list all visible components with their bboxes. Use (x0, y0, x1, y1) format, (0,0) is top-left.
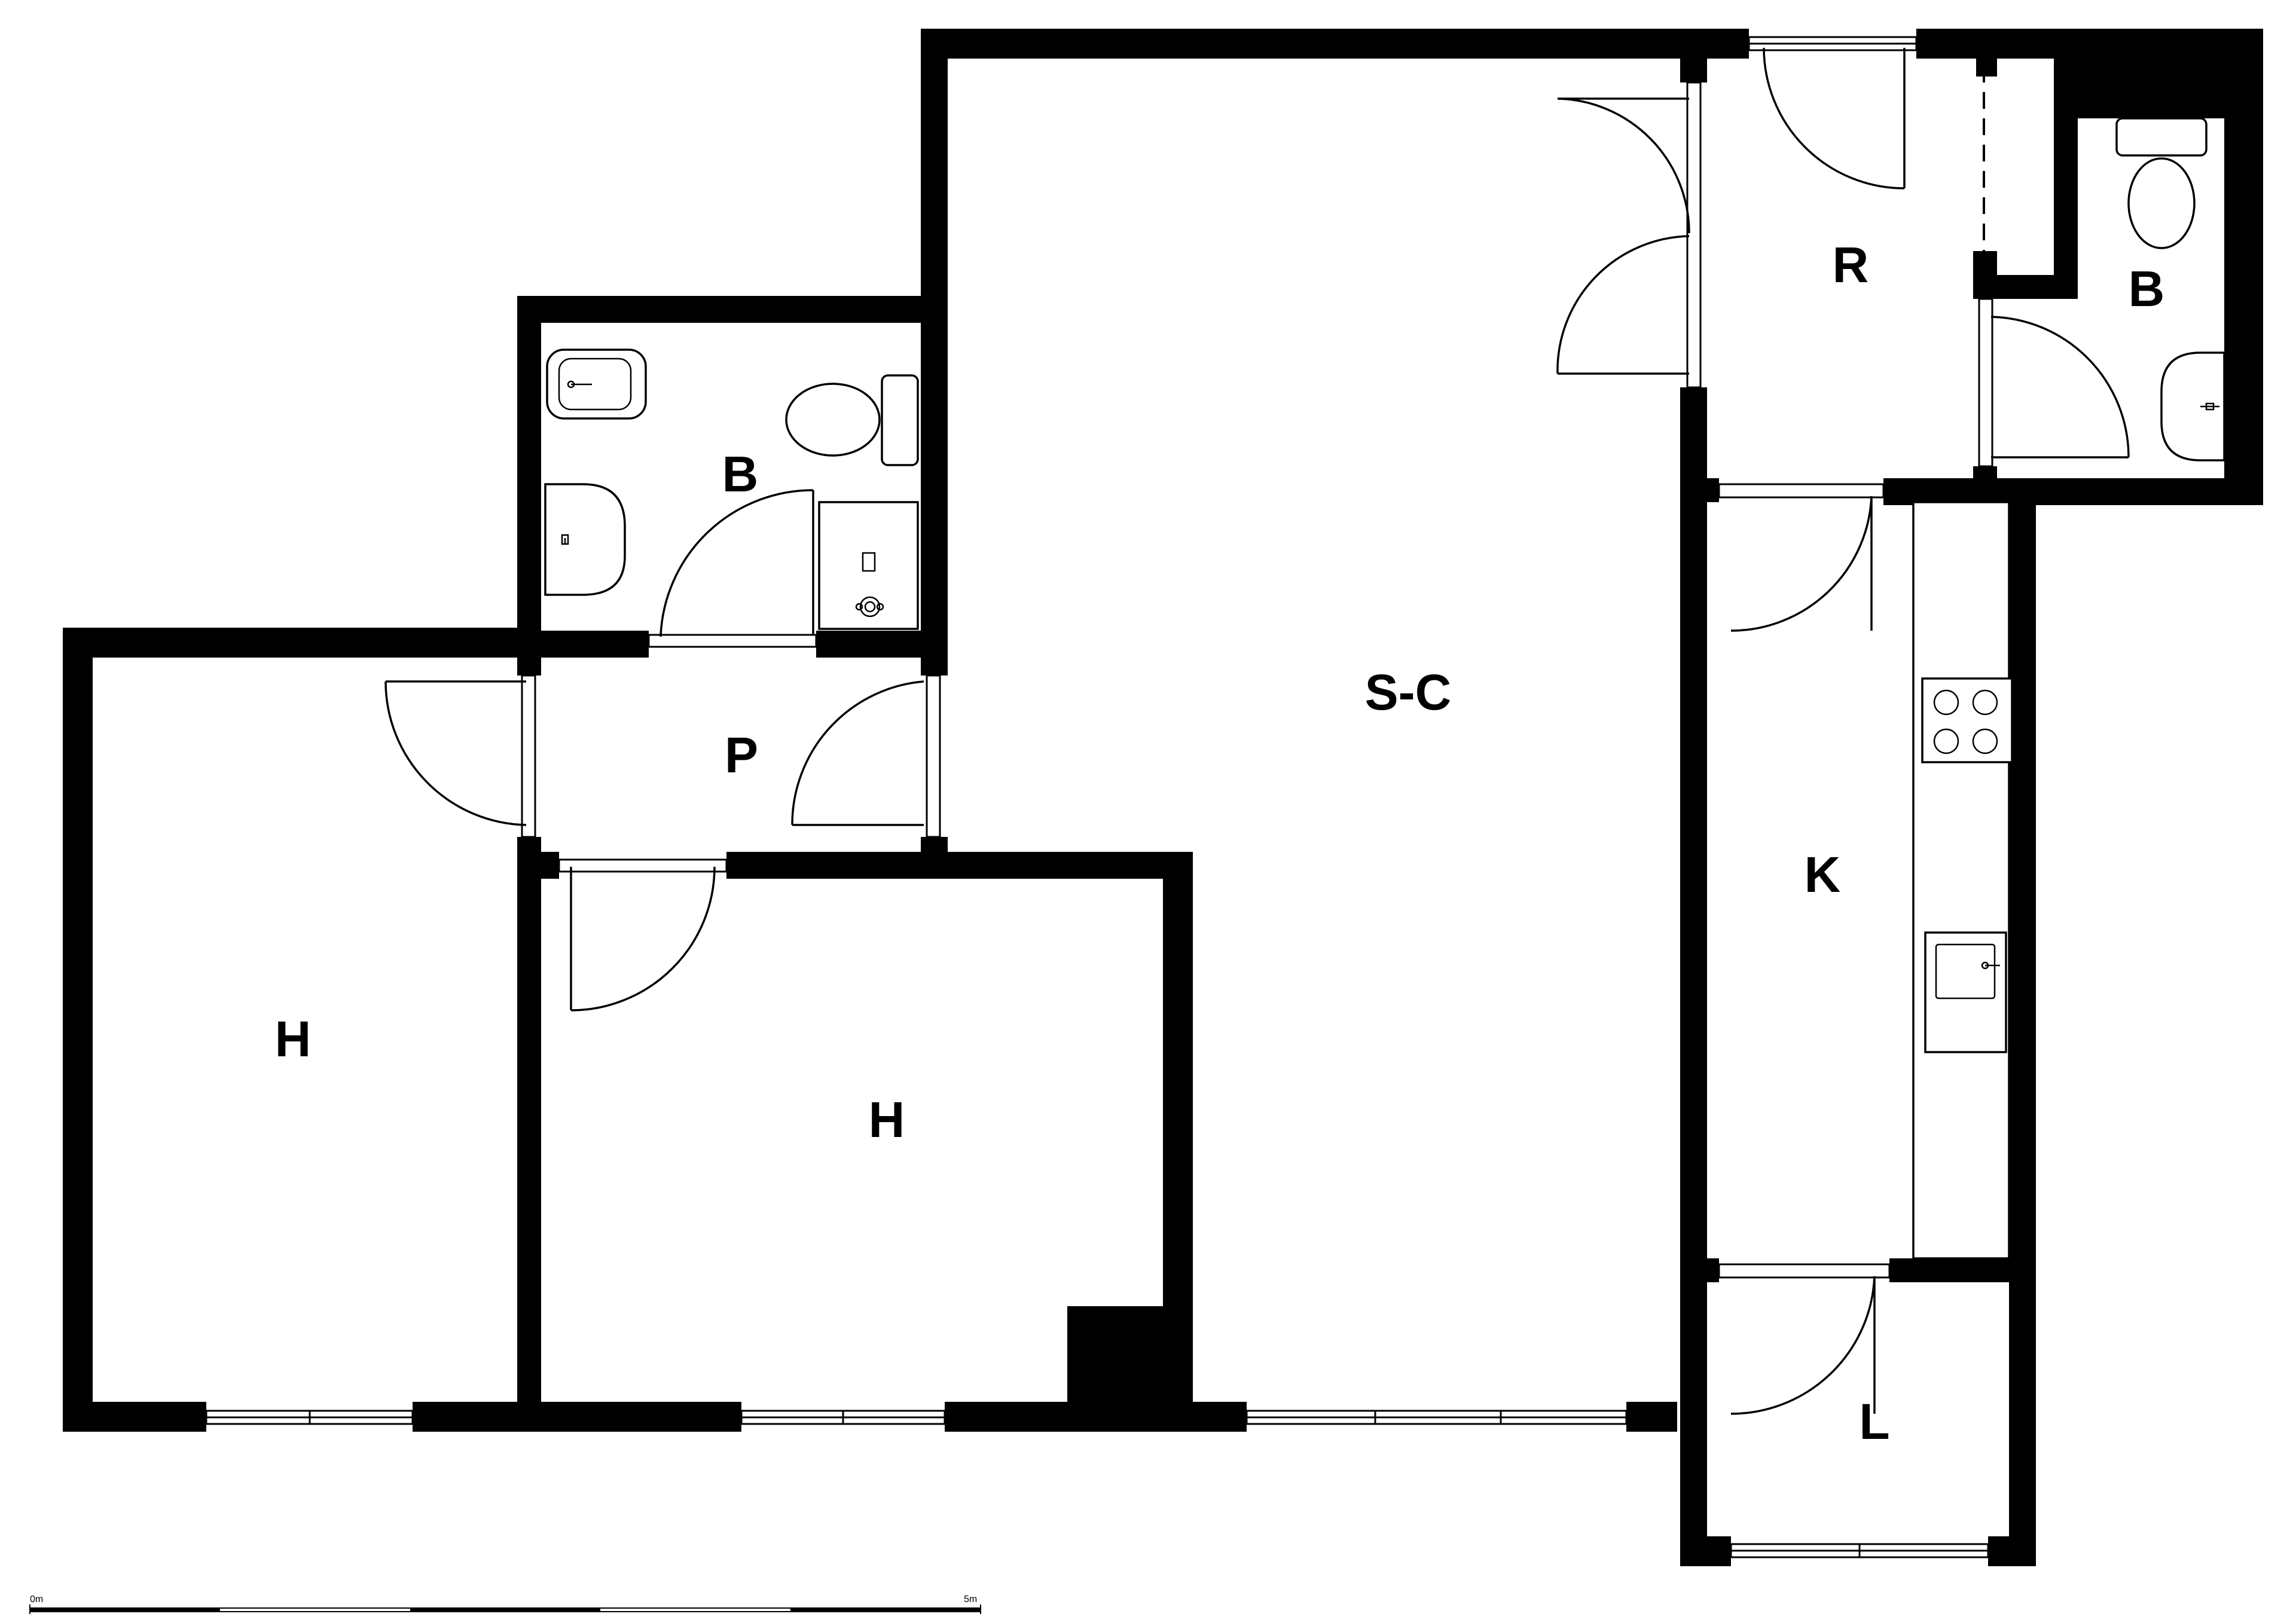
door-bath-right (1978, 298, 2130, 467)
windows (205, 36, 1989, 1558)
room-label-bath-left: B (722, 446, 759, 502)
window-laundry (1730, 1543, 1989, 1558)
walls (63, 29, 2263, 1566)
door-bedroom-mid (558, 858, 728, 1011)
window-utility (1748, 36, 1918, 51)
room-label-living: S-C (1365, 664, 1452, 720)
kitchen-sink-icon (1924, 931, 2007, 1053)
cooktop-icon (1921, 677, 2013, 763)
door-kitchen (1718, 483, 1885, 632)
door-hall-living (791, 674, 941, 838)
scale-end-label: 5m (964, 1594, 977, 1604)
door-laundry (1718, 1263, 1891, 1415)
room-label-bedroom-mid: H (869, 1092, 905, 1148)
kitchen-counter (1912, 501, 2010, 1260)
room-label-laundry: L (1859, 1393, 1889, 1450)
fixtures (544, 66, 2225, 1260)
door-bath-left (648, 489, 817, 648)
room-label-utility: R (1833, 237, 1869, 293)
window-bedroom-mid (740, 1410, 946, 1425)
shower-icon (818, 501, 919, 630)
room-label-bedroom-left: H (275, 1011, 312, 1067)
doors (384, 47, 2130, 1415)
scale-start-label: 0m (30, 1594, 43, 1604)
room-label-bath-right: B (2129, 261, 2165, 317)
door-utility-top (1763, 47, 1906, 189)
room-labels: B P H H S-C R B K L (275, 237, 2165, 1450)
sink-icon (544, 483, 626, 596)
window-living (1245, 1410, 1628, 1425)
sink-icon (2160, 352, 2225, 461)
window-bedroom-left (205, 1410, 414, 1425)
toilet-icon (2115, 117, 2208, 249)
door-living-utility (1556, 81, 1702, 389)
bidet-icon (546, 349, 647, 420)
room-label-kitchen: K (1805, 846, 1841, 903)
door-bedroom-left (384, 674, 536, 838)
scale-bar: 0m 5m (29, 1594, 981, 1614)
toilet-icon (785, 374, 919, 466)
room-label-hall: P (725, 727, 758, 783)
